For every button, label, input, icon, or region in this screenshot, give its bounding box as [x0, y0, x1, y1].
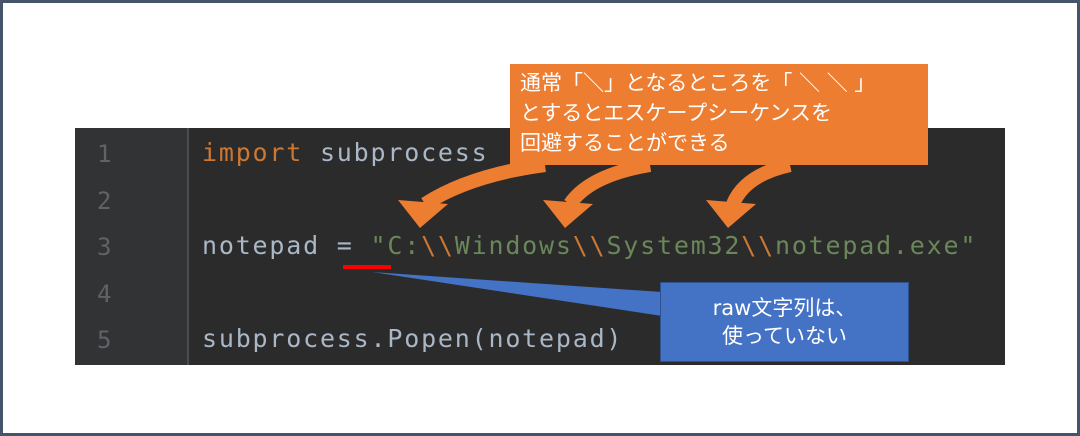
- callout-text: raw文字列は、: [712, 296, 857, 320]
- red-underline: [343, 265, 391, 269]
- code-line-1: import subprocess: [202, 138, 488, 167]
- string-part: Windows: [454, 231, 573, 260]
- arrow-icon: [543, 200, 593, 228]
- line-number: 5: [97, 326, 112, 354]
- escape-sequence: \\: [421, 231, 455, 260]
- arrow-shaft: [726, 158, 792, 208]
- string-part: "C:: [370, 231, 422, 260]
- callout-text: 通常「＼」となるところを「 ＼ ＼ 」: [520, 71, 876, 95]
- string-part: System32: [606, 231, 742, 260]
- string-part: notepad.exe": [774, 231, 978, 260]
- line-number: 3: [97, 233, 112, 261]
- blue-callout-pointer: [372, 272, 662, 316]
- arrow-shaft: [421, 158, 546, 210]
- variable-assign: notepad =: [202, 231, 371, 260]
- escape-sequence: \\: [741, 231, 775, 260]
- arrow-icon: [398, 200, 448, 228]
- code-line-5: subprocess.Popen(notepad): [202, 324, 624, 353]
- callout-text: とするとエスケープシーケンスを: [520, 101, 833, 125]
- line-number: 4: [97, 280, 112, 308]
- callout-text: 使っていない: [722, 324, 847, 348]
- line-number: 1: [97, 140, 112, 168]
- escape-explanation-callout: 通常「＼」となるところを「 ＼ ＼ 」 とするとエスケープシーケンスを 回避する…: [510, 64, 928, 165]
- line-number-gutter: 1 2 3 4 5: [75, 128, 189, 365]
- arrow-icon: [706, 200, 756, 228]
- raw-string-callout: raw文字列は、 使っていない: [660, 282, 909, 362]
- code-line-3: notepad = "C:\\Windows\\System32\\notepa…: [202, 231, 977, 260]
- line-number: 2: [97, 187, 112, 215]
- module-name: subprocess: [303, 138, 489, 167]
- escape-sequence: \\: [572, 231, 607, 260]
- callout-text: 回避することができる: [520, 131, 730, 155]
- arrow-shaft: [564, 158, 652, 209]
- keyword-import: import: [202, 138, 304, 167]
